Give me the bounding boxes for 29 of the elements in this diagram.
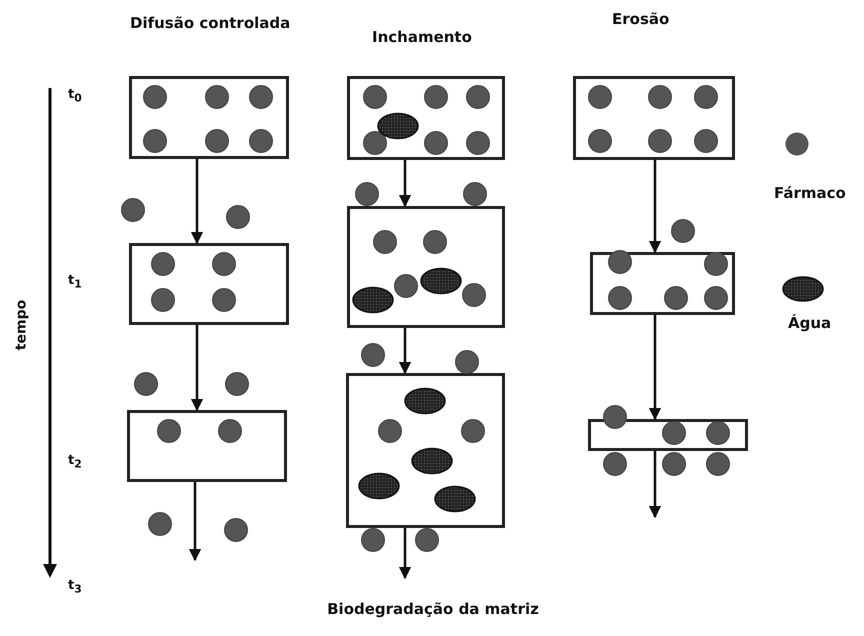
time-label: t$_{2}$	[68, 453, 82, 471]
matrix-box	[129, 243, 289, 325]
arrow	[648, 315, 662, 420]
column-heading: Erosão	[612, 10, 670, 28]
time-label: t$_{1}$	[68, 273, 82, 291]
arrow	[190, 159, 204, 244]
arrow	[398, 328, 412, 374]
arrow	[648, 451, 662, 518]
matrix-box	[588, 419, 748, 451]
arrow	[190, 325, 204, 412]
matrix-box	[347, 206, 505, 328]
legend-label: Fármaco	[774, 184, 846, 202]
matrix-box	[347, 76, 505, 160]
matrix-box	[590, 252, 735, 315]
arrow	[188, 482, 202, 562]
matrix-box	[346, 373, 505, 528]
matrix-box	[127, 410, 287, 482]
matrix-box	[129, 76, 289, 159]
axis-label: tempo	[14, 300, 30, 350]
legend-label: Água	[788, 314, 832, 332]
arrow	[648, 160, 662, 254]
column-heading: Difusão controlada	[130, 14, 290, 32]
matrix-box	[573, 76, 735, 160]
time-label: t$_{3}$	[68, 578, 82, 596]
column-heading: Inchamento	[372, 28, 472, 46]
arrow	[398, 160, 412, 208]
caption: Biodegradação da matriz	[326, 600, 540, 618]
time-label: t$_{0}$	[68, 87, 82, 105]
arrow	[398, 528, 412, 580]
